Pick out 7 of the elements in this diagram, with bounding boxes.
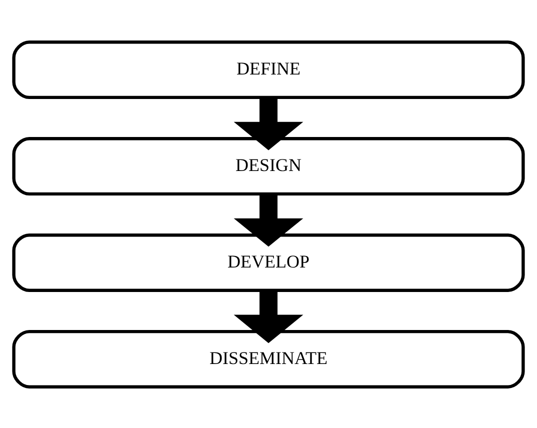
node-box: DISSEMINATE (12, 329, 525, 388)
arrow (234, 290, 304, 343)
arrow (234, 97, 304, 150)
node-box: DEFINE (12, 40, 525, 99)
arrow (234, 194, 304, 246)
node-box: DEVELOP (12, 232, 525, 292)
node-box: DESIGN (12, 136, 525, 196)
